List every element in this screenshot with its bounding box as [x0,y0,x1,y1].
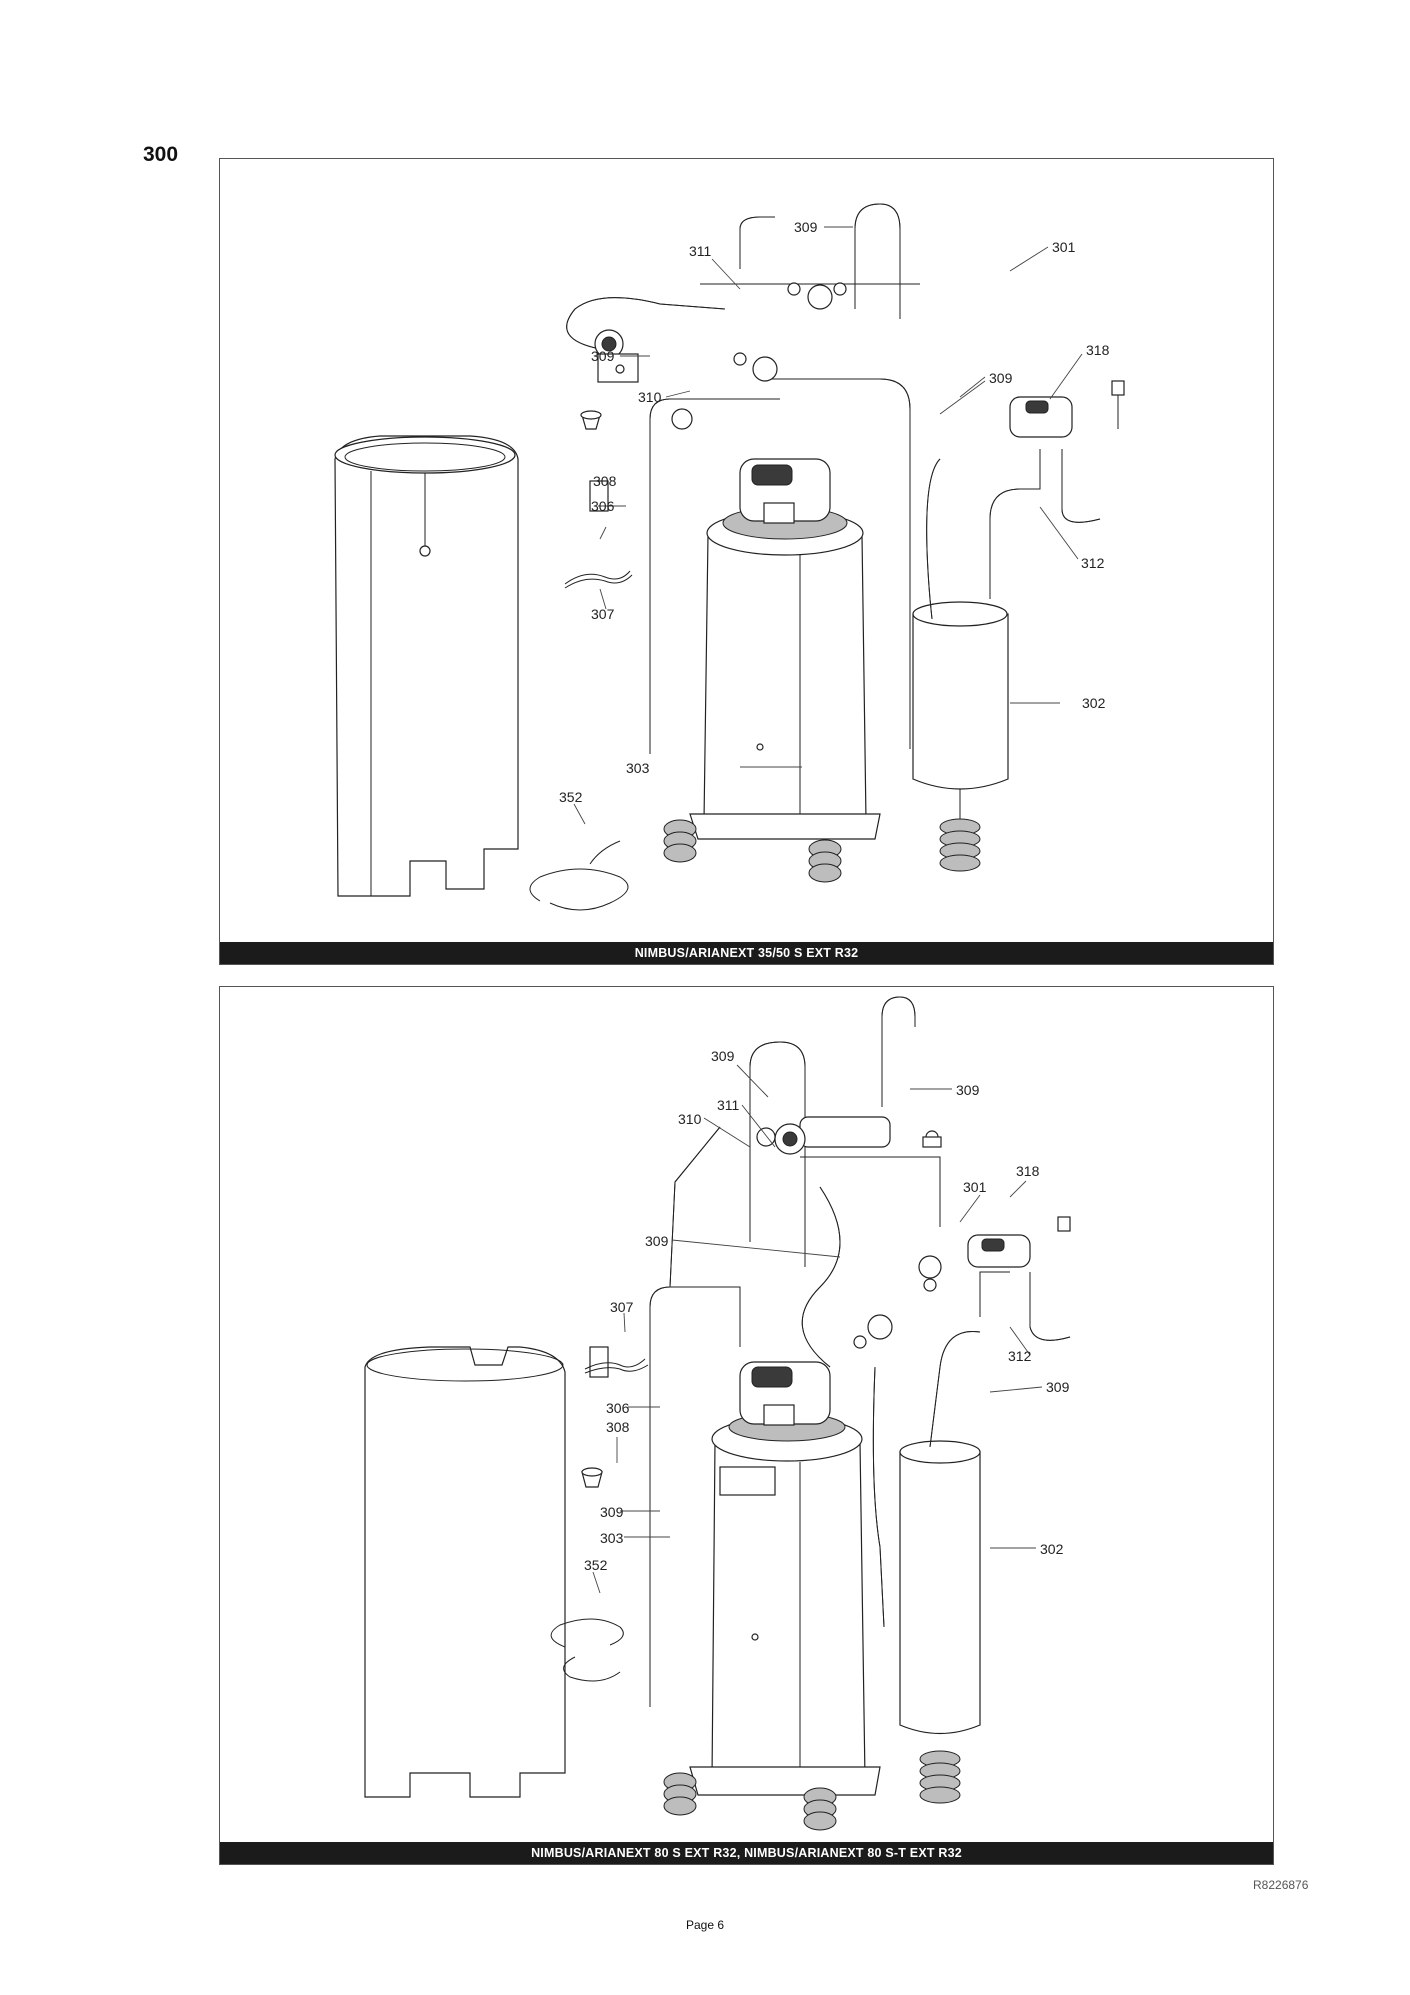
callout-303: 303 [626,760,650,776]
leader-line [1009,1180,1027,1198]
leader-line [599,588,607,610]
pipework [649,996,1071,1707]
leader-line [599,526,607,540]
leader-line [665,390,691,398]
leader-line [1009,246,1049,272]
casing-shell [364,1346,566,1798]
leader-line [703,1117,751,1148]
leader-lines [573,226,1083,825]
cables [529,570,633,911]
callout-309-right-low: 309 [1046,1379,1070,1395]
callout-312: 312 [1008,1348,1032,1364]
leader-line [592,1571,601,1594]
panel-caption: NIMBUS/ARIANEXT 80 S EXT R32, NIMBUS/ARI… [220,1842,1273,1864]
callout-311: 311 [689,243,712,259]
leader-line [671,1239,841,1258]
leader-lines [592,1064,1043,1594]
leader-line [959,376,986,398]
page-number: Page 6 [685,1918,725,1932]
callout-301: 301 [963,1179,987,1195]
leader-line [1049,353,1083,400]
leader-line [736,1064,769,1098]
compressor [663,458,881,883]
document-reference: R8226876 [1253,1878,1309,1892]
leader-line [1039,506,1079,560]
callout-301: 301 [1052,239,1076,255]
receiver-tank [912,601,1009,872]
leader-line [711,258,741,290]
leader-line [1009,1326,1031,1356]
callout-309-top: 309 [711,1048,735,1064]
leader-line [741,1104,776,1148]
leader-line [989,1386,1043,1393]
panel-caption: NIMBUS/ARIANEXT 35/50 S EXT R32 [220,942,1273,964]
valves-and-parts [581,1116,1071,1488]
section-number: 300 [143,143,179,166]
callout-309-top: 309 [794,219,818,235]
callout-310: 310 [678,1111,702,1127]
valves-and-parts [580,282,1125,512]
callout-318: 318 [1016,1163,1040,1179]
callout-307: 307 [591,606,615,622]
callout-308: 308 [606,1419,630,1435]
casing-shell [334,435,519,897]
callout-303: 303 [600,1530,624,1546]
cables [550,1358,649,1682]
pipework [566,203,1101,754]
callout-306: 306 [591,498,615,514]
diagram-panel-80: 309 311 310 309 318 301 309 307 312 309 … [219,986,1274,1865]
callout-302: 302 [1040,1541,1064,1557]
leader-line [939,380,986,415]
callout-352: 352 [584,1557,608,1573]
exploded-view-drawing-35-50 [334,203,1125,911]
callout-309-right: 309 [989,370,1013,386]
leader-line [623,1312,626,1333]
callout-309-left: 309 [591,348,615,364]
leader-line [573,803,586,825]
callout-309-right-top: 309 [956,1082,980,1098]
callout-302: 302 [1082,695,1106,711]
callout-307: 307 [610,1299,634,1315]
diagram-panel-35-50: 309 311 301 318 309 310 309 308 306 312 … [219,158,1274,965]
leader-line [959,1194,981,1223]
callout-352: 352 [559,789,583,805]
callout-308: 308 [593,473,617,489]
callout-312: 312 [1081,555,1105,571]
callout-309-low: 309 [600,1504,624,1520]
callout-309-mid: 309 [645,1233,669,1249]
callout-318: 318 [1086,342,1110,358]
exploded-view-drawing-80 [364,996,1071,1831]
callout-311: 311 [717,1097,740,1113]
callout-310: 310 [638,389,662,405]
receiver-tank [899,1440,981,1804]
callout-306: 306 [606,1400,630,1416]
compressor [663,1361,881,1831]
